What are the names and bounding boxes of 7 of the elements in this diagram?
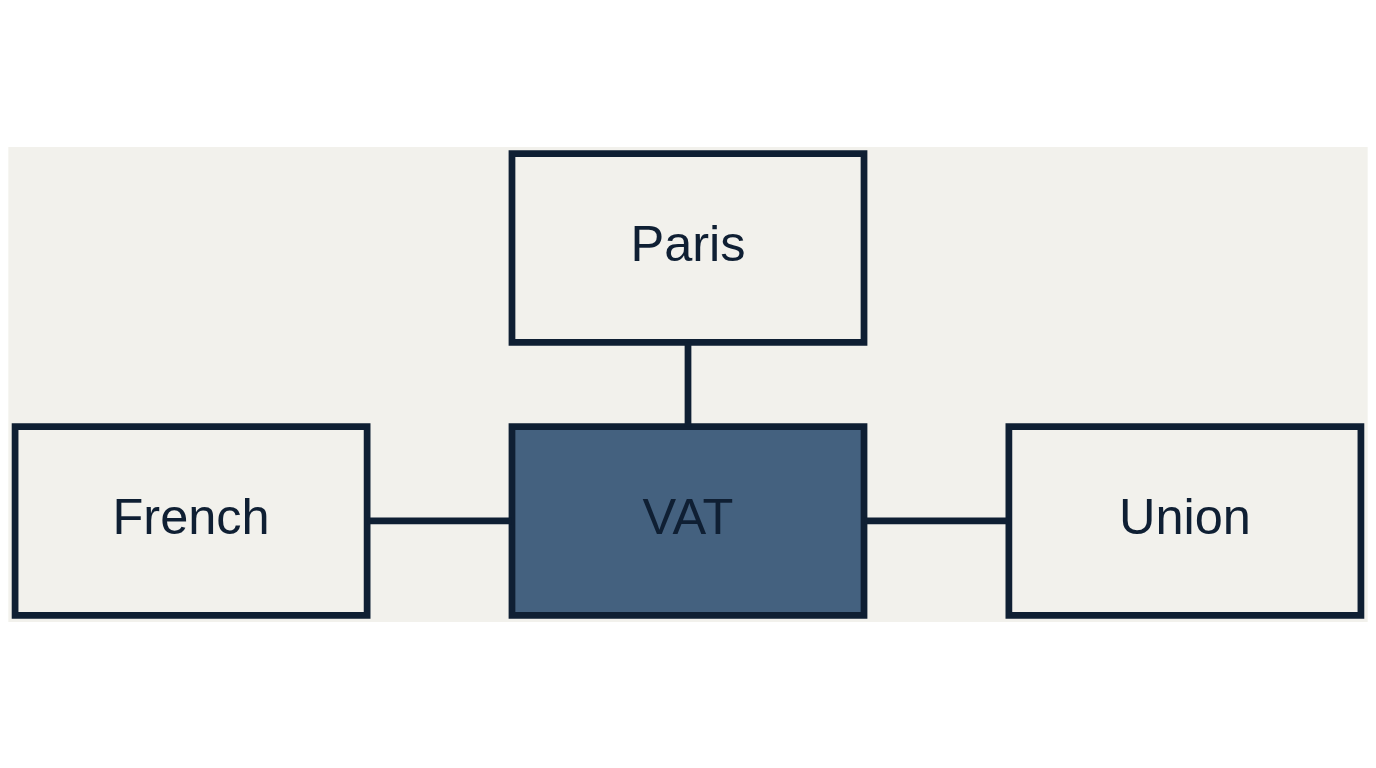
connector	[684, 342, 692, 426]
node-box: French	[11, 422, 371, 619]
node-box: Union	[1005, 422, 1365, 619]
node-box: VAT	[508, 422, 868, 619]
node-box: Paris	[508, 149, 868, 346]
connector	[367, 517, 512, 524]
connector	[864, 517, 1009, 524]
